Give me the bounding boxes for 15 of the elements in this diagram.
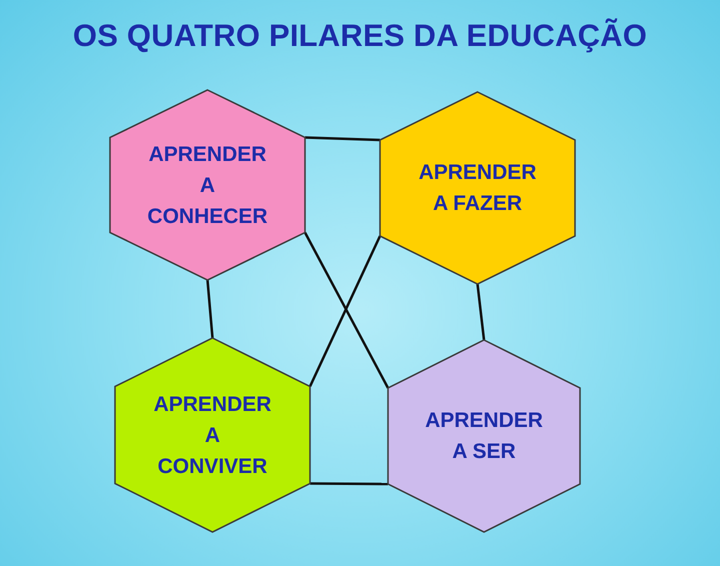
pillar-label: APRENDER A SER: [425, 408, 543, 465]
hexagon: [110, 90, 305, 280]
pillar-label: APRENDER A CONHECER: [147, 142, 268, 230]
hexagon: [388, 340, 580, 532]
title: OS QUATRO PILARES DA EDUCAÇÃO: [72, 18, 648, 54]
connector-line: [308, 235, 382, 388]
pillar-label: APRENDER A CONVIVER: [154, 392, 272, 480]
connector-line: [310, 482, 388, 486]
hexagon: [380, 92, 575, 284]
connector-line: [304, 232, 390, 389]
hexagon: [115, 338, 310, 532]
connector-line: [206, 280, 214, 338]
connector-line: [476, 284, 486, 340]
connector-line: [304, 136, 380, 142]
pillar-label: APRENDER A FAZER: [418, 160, 536, 217]
